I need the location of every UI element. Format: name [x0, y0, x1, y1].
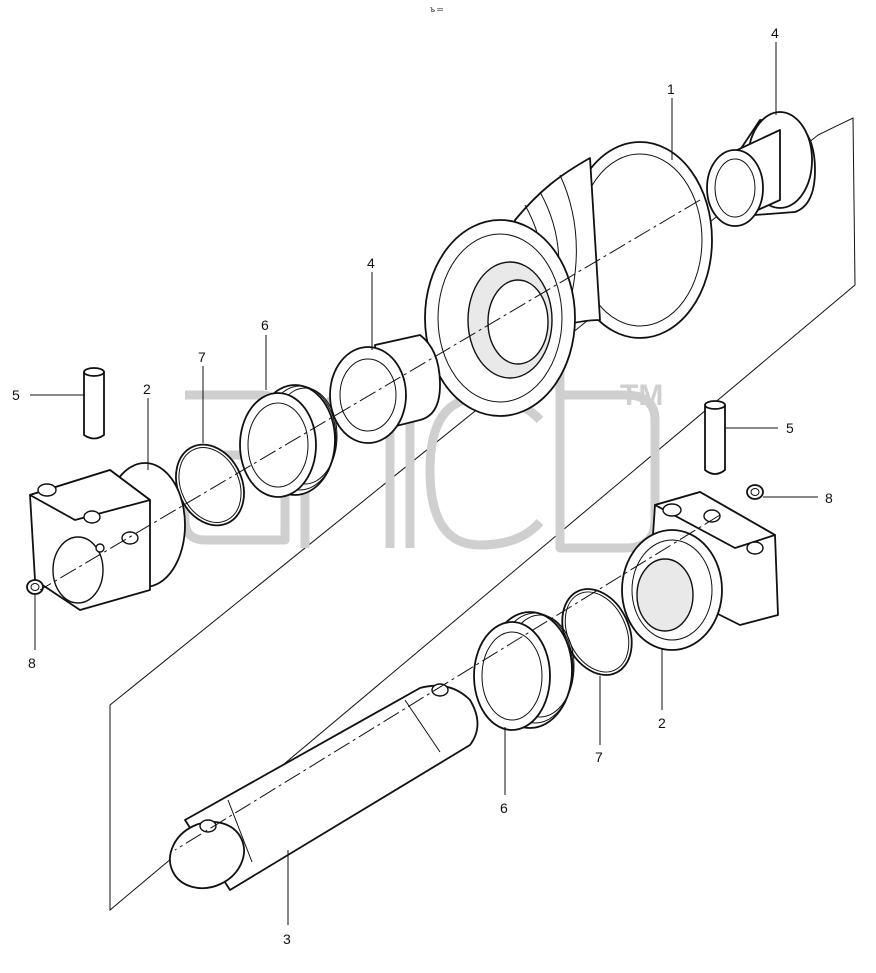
callout-8-left: 8	[28, 655, 36, 671]
callout-4-middle: 4	[367, 255, 375, 271]
callout-3: 3	[283, 931, 291, 947]
seal-part-6-upper	[239, 384, 338, 498]
callout-4-top: 4	[771, 25, 779, 41]
centre-axis	[39, 199, 701, 591]
callout-6-upper: 6	[261, 317, 269, 333]
collar-part-2-left	[29, 462, 186, 611]
pin-part-5-right	[704, 400, 726, 475]
callout-5-right: 5	[786, 420, 794, 436]
bushing-part-4-middle	[329, 334, 441, 444]
callout-7-lower: 7	[595, 749, 603, 765]
callout-8-right: 8	[825, 490, 833, 506]
header-mark: ъ ═	[430, 5, 443, 14]
callout-6-lower: 6	[500, 800, 508, 816]
lower-axis	[174, 514, 721, 851]
callout-5-left: 5	[12, 387, 20, 403]
bushing-part-4-top	[706, 111, 816, 227]
collar-part-2-right	[621, 491, 779, 651]
callout-labels: 1 4 4 6 7 5 2 8 5 8 2 7 6 3	[12, 25, 833, 947]
assembly-outline	[109, 117, 856, 912]
callout-2-left: 2	[143, 381, 151, 397]
pin-part-5-left	[83, 367, 105, 440]
screw-part-8-left	[26, 579, 44, 595]
callout-leaders	[30, 42, 818, 925]
shaft-part-3	[169, 683, 479, 891]
trademark-label: TM	[620, 379, 663, 412]
seal-part-6-lower	[473, 611, 575, 731]
callout-2-right: 2	[658, 715, 666, 731]
callout-1: 1	[667, 81, 675, 97]
roller-part-1	[424, 141, 713, 417]
callout-7-upper: 7	[198, 349, 206, 365]
screw-part-8-right	[746, 484, 764, 500]
